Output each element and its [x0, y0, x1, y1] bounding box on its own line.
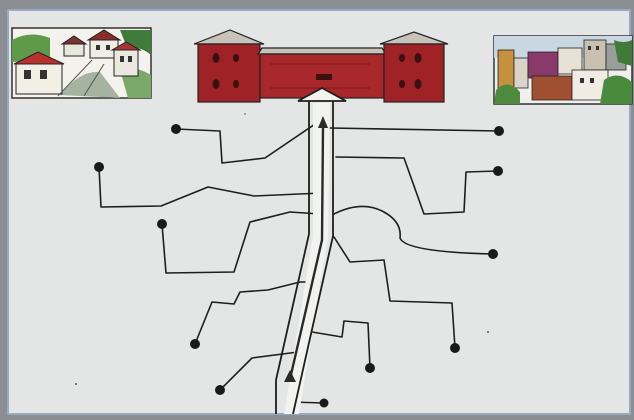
endpoint-dot: [450, 343, 460, 353]
city-buildings-icon: [494, 36, 632, 104]
endpoint-dot: [488, 249, 498, 259]
endpoint-dot: [157, 219, 167, 229]
endpoint-dot: [365, 363, 375, 373]
endpoint-dot: [320, 399, 329, 408]
village-houses-icon: [12, 28, 151, 98]
endpoint-dot: [493, 166, 503, 176]
endpoint-dot: [171, 124, 181, 134]
endpoint-dot: [94, 162, 104, 172]
endpoint-dot: [494, 126, 504, 136]
endpoint-dot: [215, 385, 225, 395]
endpoint-dot: [190, 339, 200, 349]
